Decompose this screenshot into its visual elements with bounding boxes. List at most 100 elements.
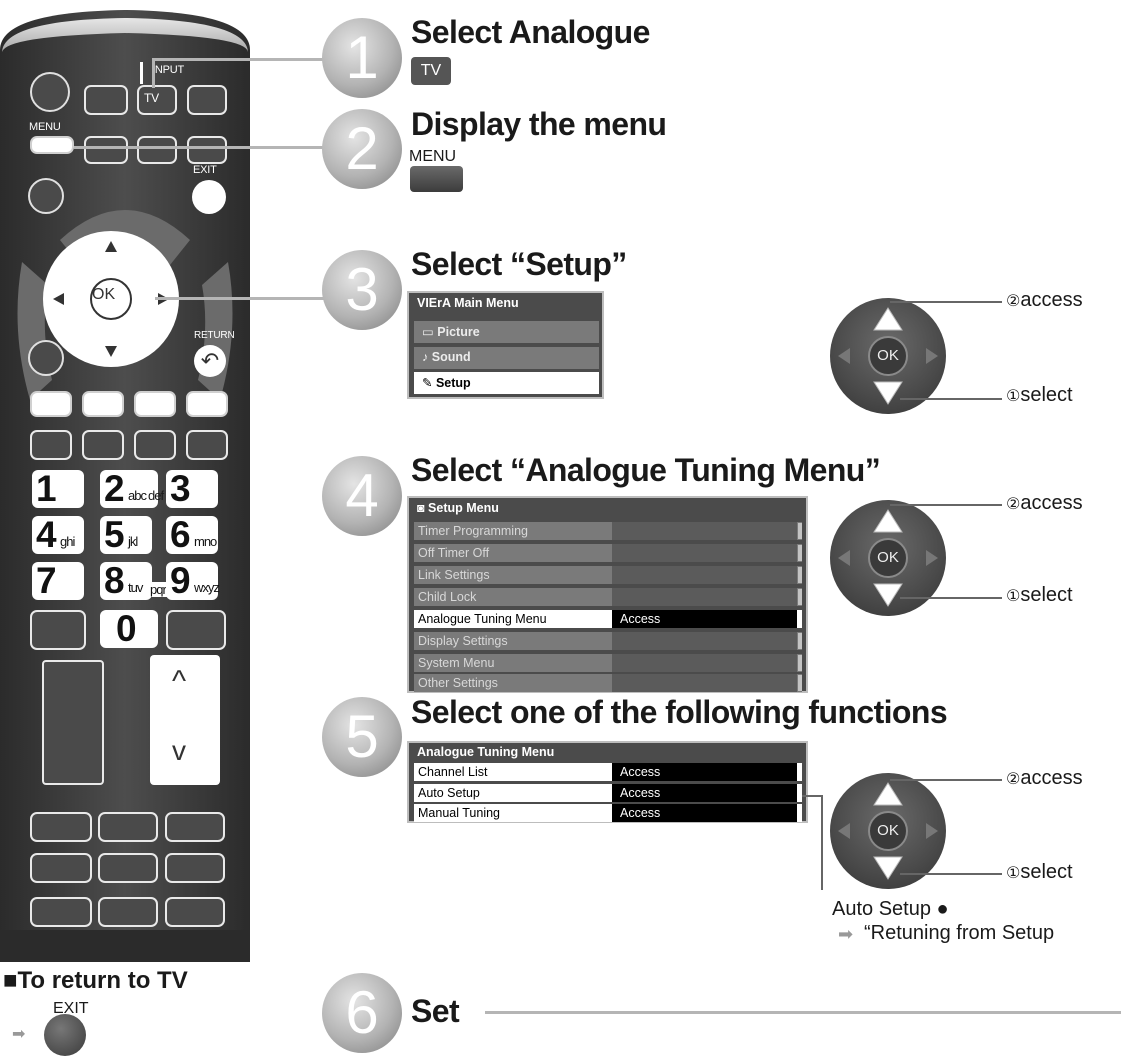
step-4-heading: Select “Analogue Tuning Menu” [411, 452, 881, 488]
exit-button[interactable] [192, 180, 226, 214]
channel-rocker[interactable]: ^ v [150, 655, 220, 785]
leader-line-step1 [152, 58, 324, 61]
remote-button-a[interactable] [30, 430, 72, 460]
step-5-heading: Select one of the following functions [411, 694, 948, 730]
number-button-0[interactable]: 0 [100, 608, 158, 649]
remote-bottom-9[interactable] [165, 897, 225, 927]
setup-item-system-menu[interactable]: System Menu [414, 654, 802, 672]
step-number: 1 [345, 24, 379, 91]
menu-item-picture[interactable]: ▭ Picture [414, 321, 599, 343]
menu-item-value: Access [620, 806, 661, 820]
step-2-heading: Display the menu [411, 106, 667, 142]
setup-item-display-settings[interactable]: Display Settings [414, 632, 802, 650]
colour-button-4[interactable] [186, 391, 228, 417]
setup-item-analogue-tuning-menu[interactable]: Analogue Tuning Menu Access [414, 610, 802, 628]
remote-bottom-6[interactable] [165, 853, 225, 883]
remote-button-d[interactable] [186, 430, 228, 460]
remote-button-left-of-0[interactable] [30, 610, 86, 650]
menu-item-label: System Menu [418, 656, 495, 670]
menu-item-label: Manual Tuning [418, 806, 501, 820]
remote-bottom-4[interactable] [30, 853, 92, 883]
access-caption: ②access [1006, 289, 1083, 312]
number-button-7[interactable]: 7 [32, 560, 84, 601]
digit: 3 [170, 468, 191, 509]
leader-line [152, 60, 155, 88]
remote-bottom-2[interactable] [98, 812, 158, 842]
number-button-8[interactable]: 8 tuv [100, 560, 152, 601]
number-button-6[interactable]: 6 mno [166, 514, 218, 555]
colour-button-1[interactable] [30, 391, 72, 417]
remote-bottom-1[interactable] [30, 812, 92, 842]
digit: 6 [170, 514, 191, 555]
number-button-2[interactable]: 2 abc [100, 468, 158, 509]
menu-item-label: Off Timer Off [418, 546, 490, 560]
remote-top-button-1[interactable] [84, 85, 128, 115]
number-button-4[interactable]: 4 ghi [32, 514, 84, 555]
pad-arrows [838, 509, 938, 607]
ok-button-icon: OK [868, 336, 908, 376]
letters: wxyz [194, 580, 220, 595]
caption-text: select [1020, 584, 1073, 606]
input-button[interactable] [187, 85, 227, 115]
auto-setup-connector [802, 795, 823, 890]
exit-caption: EXIT [53, 1000, 89, 1017]
step-6-heading: Set [411, 993, 460, 1029]
remote-round-button-left-2[interactable] [28, 340, 64, 376]
remote-tv-button[interactable]: TV [137, 85, 177, 115]
number-button-9[interactable]: 9 wxyz [166, 560, 220, 601]
power-button[interactable] [30, 72, 70, 112]
number-button-5[interactable]: 5 jkl [100, 514, 152, 555]
setup-item-link-settings[interactable]: Link Settings [414, 566, 802, 584]
remote-button-row2-4[interactable] [187, 136, 227, 164]
remote-button-right-of-0[interactable] [166, 610, 226, 650]
remote-bottom-7[interactable] [30, 897, 92, 927]
remote-bottom-8[interactable] [98, 897, 158, 927]
select-caption: ①select [1006, 584, 1073, 607]
remote-button-row2-3[interactable] [137, 136, 177, 164]
volume-rocker[interactable] [42, 660, 104, 785]
channel-down-icon: v [172, 735, 186, 766]
number-button-1[interactable]: 1 [32, 468, 84, 509]
remote-round-button-left[interactable] [28, 178, 64, 214]
caption-text: access [1020, 289, 1083, 311]
setup-item-off-timer[interactable]: Off Timer Off [414, 544, 802, 562]
setup-menu-title: ◙ Setup Menu [417, 501, 499, 515]
tuning-item-auto-setup[interactable]: Auto Setup Access [414, 784, 802, 802]
setup-item-timer-programming[interactable]: Timer Programming [414, 522, 802, 540]
select-leader [900, 873, 1002, 875]
setup-menu-icon: ◙ [417, 501, 425, 515]
ok-pad-step5: OK [830, 773, 946, 889]
number-button-3[interactable]: 3 [166, 468, 218, 509]
colour-button-2[interactable] [82, 391, 124, 417]
tuning-item-manual-tuning[interactable]: Manual Tuning Access [414, 804, 802, 822]
menu-item-setup[interactable]: ✎ Setup [414, 372, 599, 394]
input-label: INPUT [152, 64, 185, 76]
menu-button[interactable] [30, 136, 74, 154]
colour-button-3[interactable] [134, 391, 176, 417]
menu-item-label: Timer Programming [418, 524, 528, 538]
menu-caption: MENU [409, 148, 457, 165]
menu-item-sound[interactable]: ♪ Sound [414, 347, 599, 369]
setup-item-other-settings[interactable]: Other Settings [414, 674, 802, 692]
remote-bottom-5[interactable] [98, 853, 158, 883]
setup-item-child-lock[interactable]: Child Lock [414, 588, 802, 606]
return-icon[interactable]: ↶ [194, 345, 226, 377]
tuning-item-channel-list[interactable]: Channel List Access [414, 763, 802, 781]
remote-button-c[interactable] [134, 430, 176, 460]
menu-item-label: Setup [435, 376, 471, 390]
step-number: 3 [345, 256, 379, 323]
letters: tuv [128, 580, 143, 595]
setup-menu-title-text: Setup Menu [428, 501, 499, 515]
digit: 0 [116, 608, 137, 649]
return-to-tv-title: ■To return to TV [3, 967, 188, 994]
digit: 1 [36, 468, 57, 509]
remote-button-b[interactable] [82, 430, 124, 460]
leader-line-step3 [155, 297, 325, 300]
setup-icon: ✎ [422, 376, 433, 390]
remote-button-row2-2[interactable] [84, 136, 128, 164]
remote-bottom-3[interactable] [165, 812, 225, 842]
step-marker: ② [1006, 496, 1021, 513]
tv-button-illustration: TV [411, 57, 451, 85]
pad-arrows [838, 782, 938, 880]
select-caption: ①select [1006, 861, 1073, 884]
